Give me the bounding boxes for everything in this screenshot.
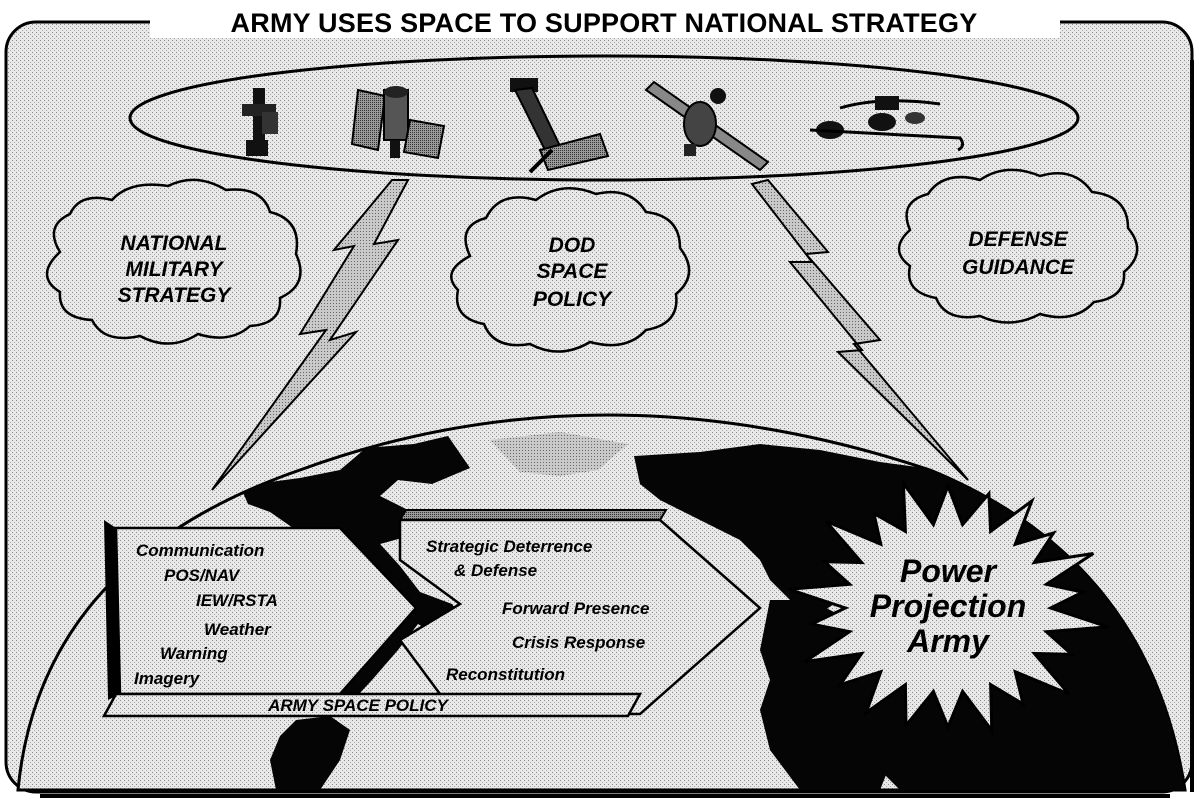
- cloud-national-military-strategy: NATIONAL MILITARY STRATEGY: [45, 178, 302, 345]
- cloud-line-space: SPACE: [537, 260, 609, 283]
- function-communication: Communication: [136, 541, 264, 560]
- army-space-policy-label: ARMY SPACE POLICY: [267, 696, 449, 715]
- function-imagery: Imagery: [134, 669, 201, 688]
- satellite-3-icon: [510, 78, 610, 174]
- space-functions-list: Communication POS/NAV IEW/RSTA Weather W…: [134, 541, 278, 688]
- function-pos-nav: POS/NAV: [164, 566, 241, 585]
- cloud-line-guidance: GUIDANCE: [962, 256, 1075, 279]
- army-space-policy-band: [101, 509, 762, 718]
- strategy-strategic-deterrence: Strategic Deterrence: [426, 537, 592, 556]
- strategy-and-defense: & Defense: [454, 561, 537, 580]
- strategy-crisis-response: Crisis Response: [512, 633, 645, 652]
- cloud-line-dod: DOD: [549, 234, 596, 257]
- satellite-ellipse: [128, 54, 1080, 182]
- left-lightning-bolt: [211, 179, 410, 491]
- cloud-line-national: NATIONAL: [121, 232, 228, 255]
- diagram-title: ARMY USES SPACE TO SUPPORT NATIONAL STRA…: [231, 8, 978, 38]
- cloud-line-strategy: STRATEGY: [118, 284, 233, 307]
- cloud-line-defense: DEFENSE: [968, 228, 1068, 251]
- strategy-reconstitution: Reconstitution: [446, 665, 565, 684]
- cloud-defense-guidance: DEFENSE GUIDANCE: [897, 168, 1139, 324]
- function-warning: Warning: [160, 644, 228, 663]
- cloud-line-policy: POLICY: [533, 288, 613, 311]
- strategy-forward-presence: Forward Presence: [502, 599, 649, 618]
- function-iew-rsta: IEW/RSTA: [196, 591, 278, 610]
- function-weather: Weather: [204, 620, 272, 639]
- satellite-5-icon: [809, 96, 965, 152]
- satellite-2-icon: [350, 86, 446, 160]
- power-projection-line-3: Army: [906, 623, 991, 659]
- power-projection-line-1: Power: [900, 553, 998, 589]
- right-lightning-bolt: [750, 178, 969, 481]
- cloud-dod-space-policy: DOD SPACE POLICY: [450, 187, 691, 353]
- satellite-4-icon: [644, 80, 770, 172]
- power-projection-line-2: Projection: [870, 588, 1026, 624]
- cloud-line-military: MILITARY: [125, 258, 224, 281]
- satellite-1-icon: [242, 88, 278, 156]
- power-projection-starburst: Power Projection Army: [788, 478, 1109, 736]
- strategy-elements-list: Strategic Deterrence & Defense Forward P…: [426, 537, 649, 684]
- title-background: [150, 4, 1060, 38]
